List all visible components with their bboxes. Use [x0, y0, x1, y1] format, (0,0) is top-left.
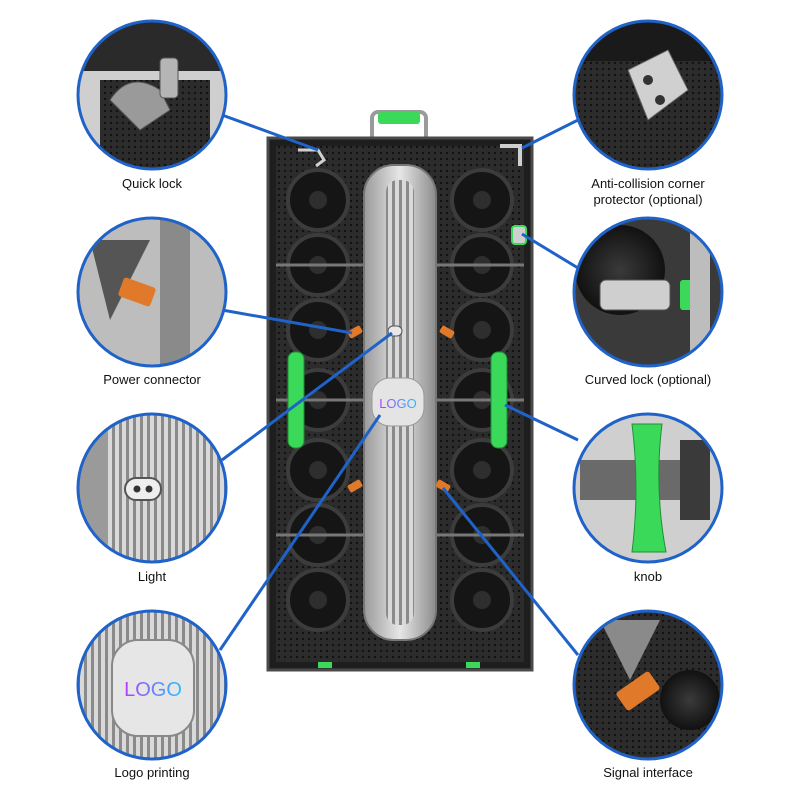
leader-lines — [218, 113, 580, 656]
callout-ring — [572, 609, 724, 761]
label-signal-interface: Signal interface — [603, 765, 693, 780]
module-hub — [473, 321, 491, 339]
callout-ring — [572, 19, 724, 171]
signal-connector-a — [347, 479, 363, 493]
knob-right[interactable] — [490, 351, 508, 449]
bottom-clip-left — [318, 662, 332, 668]
logo-plate-text: LOGO — [379, 396, 417, 411]
module-hub — [309, 591, 327, 609]
label-power-connector: Power connector — [103, 372, 201, 387]
module-hub — [473, 461, 491, 479]
callout-ring — [572, 412, 724, 564]
callout-curved-lock — [572, 216, 724, 368]
callout-logo-printing: LOGO — [76, 609, 228, 761]
module-hub — [309, 191, 327, 209]
bottom-clip-right — [466, 662, 480, 668]
leader-signal-interface — [441, 487, 580, 656]
label-curved-lock: Curved lock (optional) — [584, 372, 712, 387]
label-knob: knob — [633, 569, 663, 584]
carry-handle-grip — [378, 112, 420, 124]
logo-plate — [371, 377, 425, 427]
callout-ring — [76, 609, 228, 761]
callout-power-connector — [76, 216, 228, 368]
leader-quick-lock — [221, 113, 319, 152]
logo-printing-closeup-text: LOGO — [124, 679, 182, 701]
power-connector-a — [347, 325, 363, 339]
callout-quick-lock — [76, 19, 228, 171]
label-light: Light — [137, 569, 167, 584]
label-quick-lock: Quick lock — [122, 176, 182, 191]
leader-curved-lock — [521, 232, 579, 270]
module-hub — [309, 321, 327, 339]
callout-ring — [76, 412, 228, 564]
quick-lock-hook — [298, 148, 326, 168]
label-anti-collision: Anti-collision corner protector (optiona… — [591, 176, 705, 207]
callout-ring — [572, 216, 724, 368]
leader-logo-printing — [218, 414, 382, 651]
callout-anti-collision — [572, 19, 724, 171]
led-cabinet: LOGO — [266, 110, 534, 672]
callout-light — [76, 412, 228, 564]
callout-ring — [76, 19, 228, 171]
module-hub — [473, 591, 491, 609]
power-connector-b — [439, 325, 455, 339]
module-hub — [309, 461, 327, 479]
leader-anti-collision — [521, 118, 579, 150]
module-hub — [473, 191, 491, 209]
leader-light — [221, 331, 393, 462]
label-logo-printing: Logo printing — [114, 765, 190, 780]
signal-connector-b — [435, 479, 451, 493]
callout-signal-interface — [572, 609, 724, 761]
callout-knob — [572, 412, 724, 564]
callout-ring — [76, 216, 228, 368]
leader-power-connector — [221, 308, 353, 335]
leader-knob — [504, 403, 579, 442]
corner-protector — [500, 144, 522, 166]
